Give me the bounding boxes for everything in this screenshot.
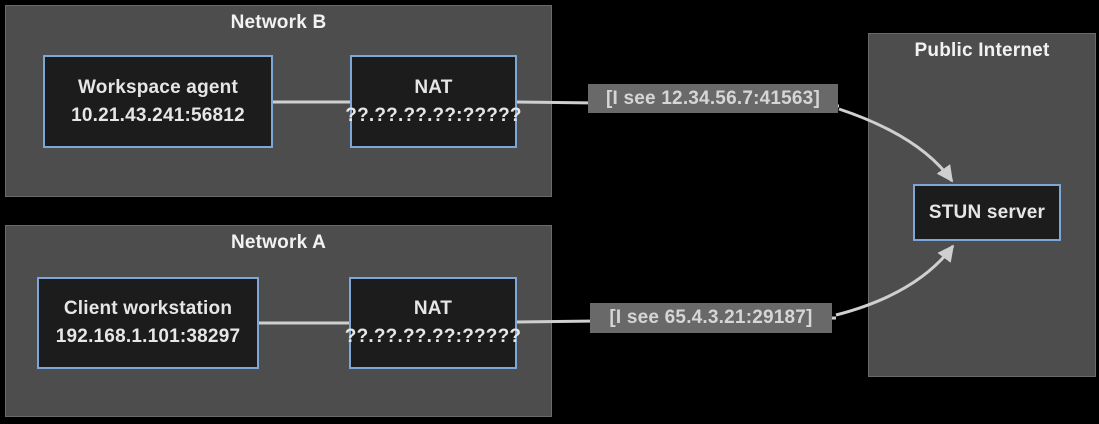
client-workstation-name: Client workstation (63, 298, 233, 319)
workspace-agent-name: Workspace agent (78, 76, 238, 98)
cluster-public-internet-title: Public Internet (914, 40, 1050, 61)
nat-a-address: ??.??.??.??:????? (344, 326, 522, 347)
node-client-workstation: Client workstation 192.168.1.101:38297 (37, 277, 259, 369)
stun-server-name: STUN server (928, 201, 1046, 223)
node-nat-a: NAT ??.??.??.??:????? (345, 277, 521, 369)
nat-a-name: NAT (413, 298, 453, 319)
node-nat-b: NAT ??.??.??.??:????? (345, 55, 522, 148)
client-workstation-address: 192.168.1.101:38297 (55, 326, 241, 347)
node-stun-server: STUN server (913, 184, 1061, 241)
cluster-network-b-title: Network B (230, 12, 327, 33)
edge-label-agent-stun: [I see 12.34.56.7:41563] (588, 84, 838, 113)
nat-b-name: NAT (414, 76, 453, 98)
workspace-agent-address: 10.21.43.241:56812 (71, 104, 245, 126)
nat-b-address: ??.??.??.??:????? (345, 104, 522, 126)
edge-label-client-stun: [I see 65.4.3.21:29187] (590, 303, 832, 333)
cluster-network-a-title: Network A (230, 232, 327, 253)
node-workspace-agent: Workspace agent 10.21.43.241:56812 (43, 55, 273, 148)
